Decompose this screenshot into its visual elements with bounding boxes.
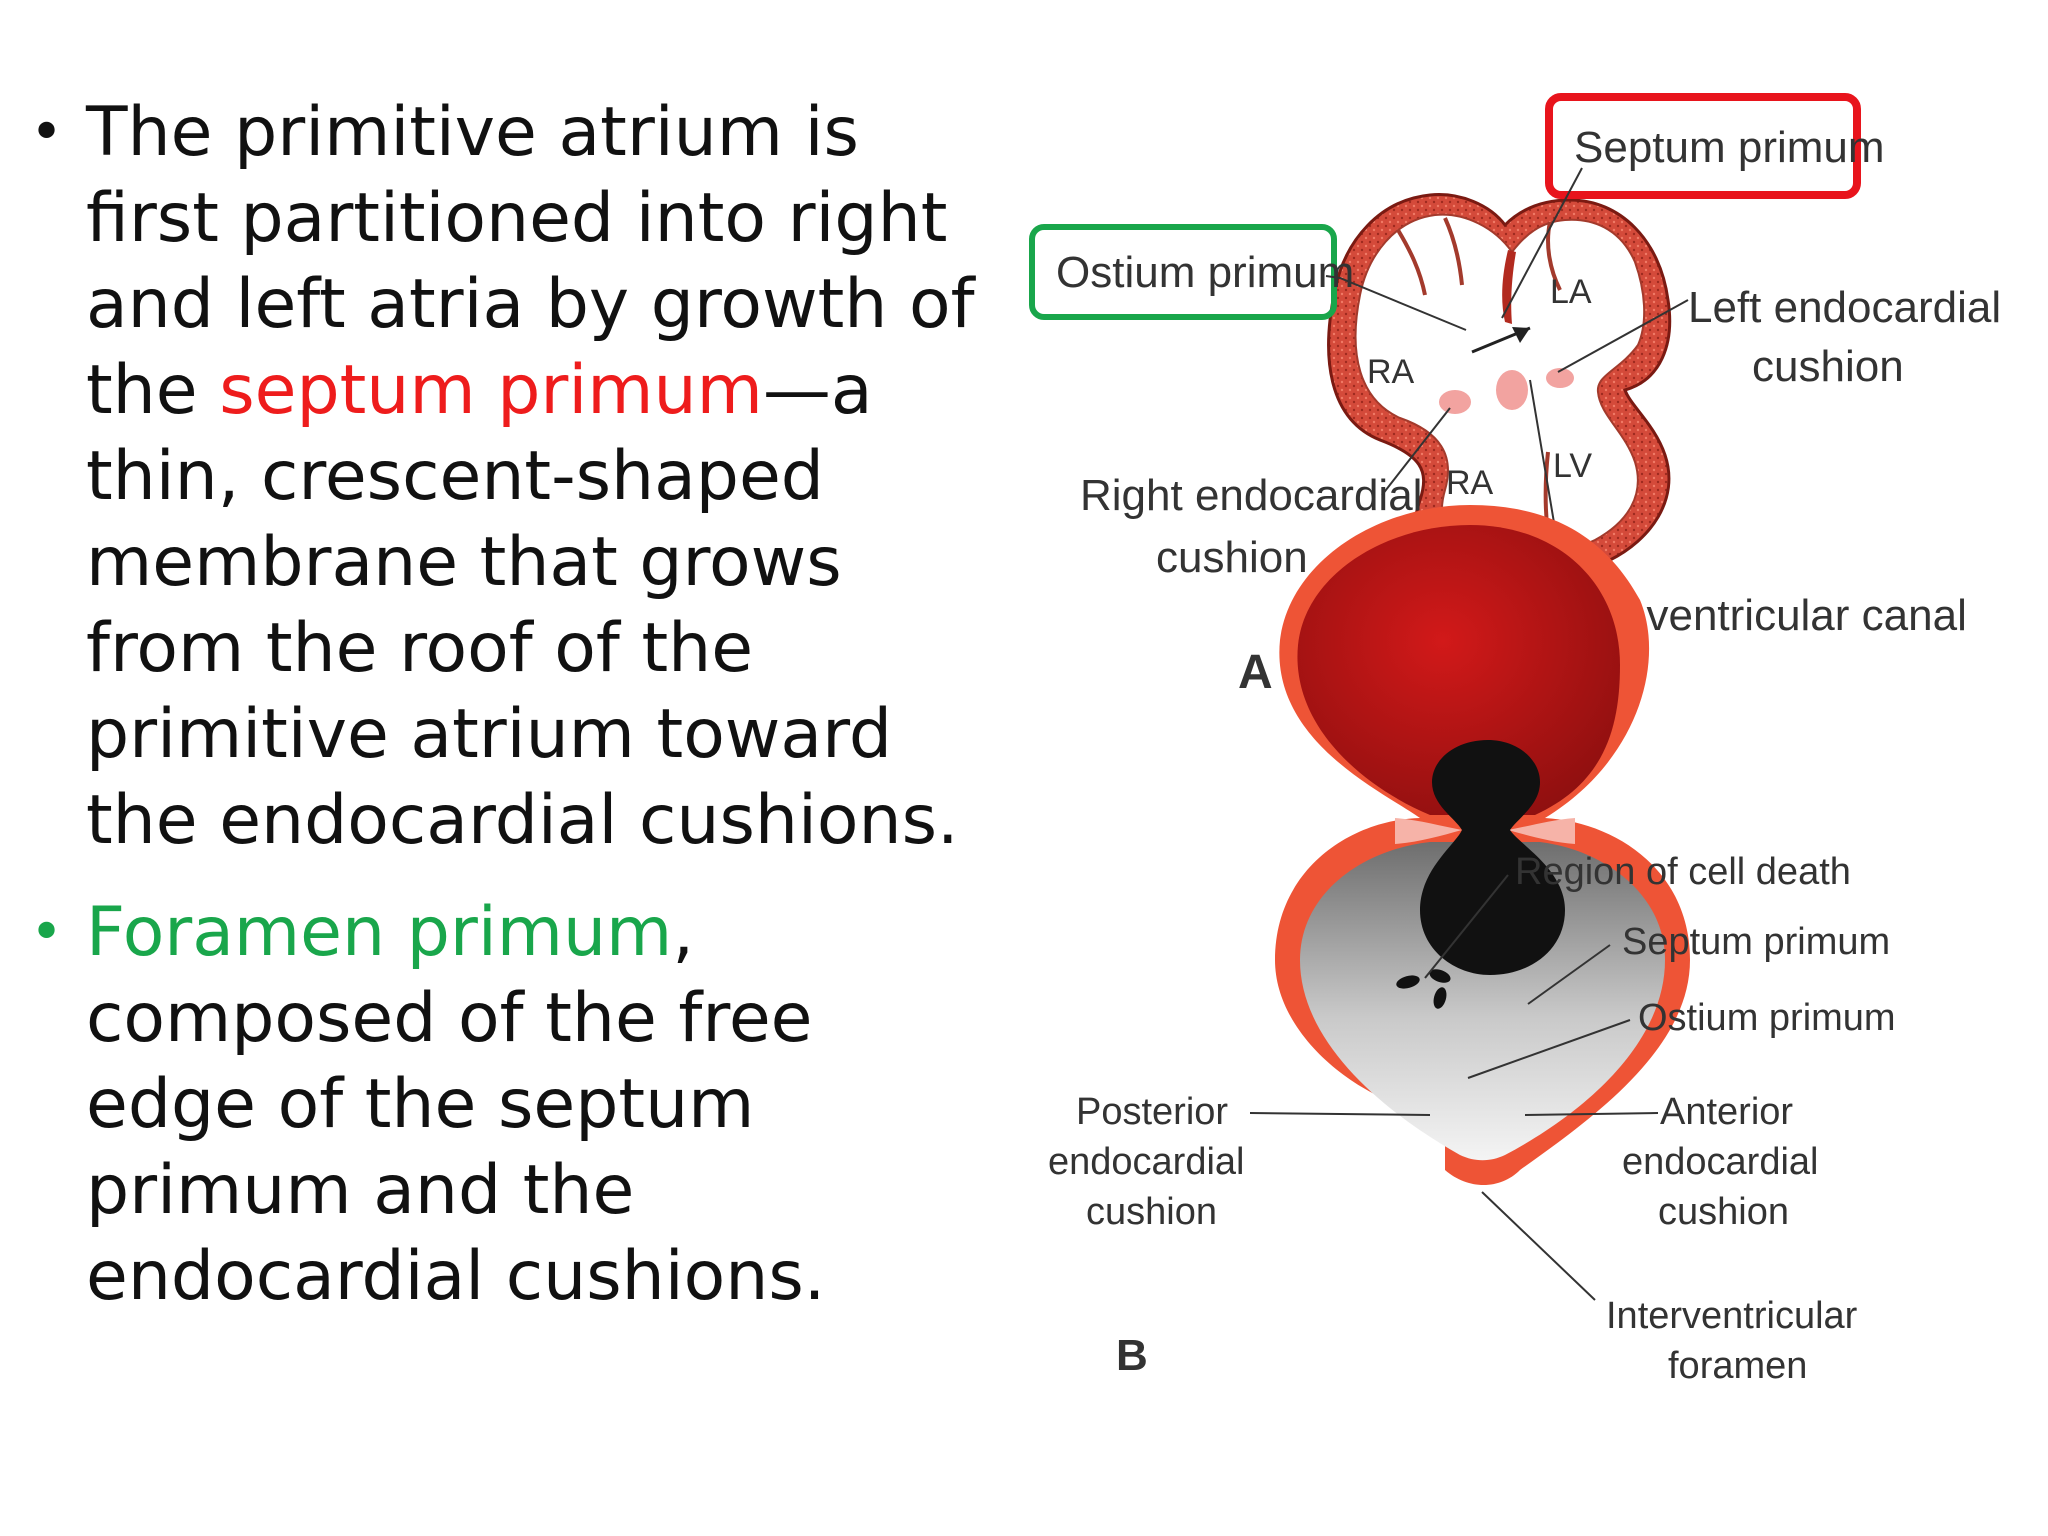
roof-fold (1443, 217, 1464, 286)
ostium-arrowhead (1512, 327, 1530, 343)
atrium-b (1297, 525, 1620, 815)
term-foramen-primum: Foramen primum (86, 893, 673, 972)
label-ostium-primum-b: Ostium primum (1638, 997, 1896, 1039)
bullet-septum-primum: • The primitive atrium is first partitio… (30, 90, 990, 864)
septum-primum-highlight-box (1545, 93, 1861, 199)
cell-death-spots (1396, 969, 1451, 1009)
bullet-text-before: The primitive atrium is first partitione… (86, 93, 975, 430)
label-left-cushion-2: cushion (1752, 342, 1904, 391)
label-anterior-3: cushion (1658, 1191, 1789, 1233)
bullet-dot: • (30, 100, 64, 165)
figure-a: Septum primum Ostium primum LA RA RA LV … (1029, 93, 2001, 699)
label-anterior-1: Anterior (1660, 1091, 1793, 1133)
label-lv: LV (1553, 447, 1592, 485)
label-ra-top: RA (1367, 353, 1415, 391)
label-ostium-primum: Ostium primum (1056, 248, 1354, 297)
bullet-text-after: , composed of the free edge of the septu… (86, 893, 826, 1316)
term-septum-primum: septum primum (219, 351, 763, 430)
label-cell-death: Region of cell death (1515, 851, 1851, 893)
figure-b: Region of cell death Septum primum Ostiu… (1048, 505, 1896, 1387)
av-cushion (1496, 370, 1528, 410)
label-right-cushion-2: cushion (1156, 533, 1308, 582)
bullet-dot: • (30, 900, 64, 965)
label-left-cushion-1: Left endocardial (1688, 283, 2001, 332)
anterior-cushion-b (1508, 818, 1575, 844)
ostium-primum-b (1420, 740, 1565, 975)
label-ra-bottom: RA (1446, 464, 1494, 502)
bullet-text: The primitive atrium is first partitione… (86, 90, 990, 864)
label-anterior-2: endocardial (1622, 1141, 1818, 1183)
label-septum-primum: Septum primum (1574, 123, 1885, 172)
leader-lines-b (1249, 874, 1659, 1301)
ostium-primum-highlight-box (1029, 224, 1337, 320)
label-posterior-2: endocardial (1048, 1141, 1244, 1183)
bullet-foramen-primum: • Foramen primum, composed of the free e… (30, 890, 990, 1320)
label-posterior-3: cushion (1086, 1191, 1217, 1233)
label-septum-primum-b: Septum primum (1622, 921, 1890, 963)
panel-label-a: A (1238, 646, 1273, 699)
septum-primum-a (1502, 250, 1516, 324)
panel-label-b: B (1116, 1331, 1148, 1380)
label-posterior-1: Posterior (1076, 1091, 1228, 1133)
label-la: LA (1550, 273, 1592, 311)
left-endocardial-cushion (1546, 368, 1574, 388)
label-iv-foramen-2: foramen (1668, 1345, 1807, 1387)
label-right-cushion-1: Right endocardial (1080, 471, 1422, 520)
bullet-list: • The primitive atrium is first partitio… (30, 90, 990, 1320)
bullet-text-after: —a thin, crescent-shaped membrane that g… (86, 351, 959, 860)
roof-fold (1396, 228, 1427, 296)
posterior-cushion-b (1395, 818, 1462, 844)
ventricle-b (1300, 842, 1665, 1161)
bullet-text: Foramen primum, composed of the free edg… (86, 890, 990, 1320)
label-iv-foramen-1: Interventricular (1606, 1295, 1858, 1337)
right-endocardial-cushion (1439, 390, 1471, 414)
